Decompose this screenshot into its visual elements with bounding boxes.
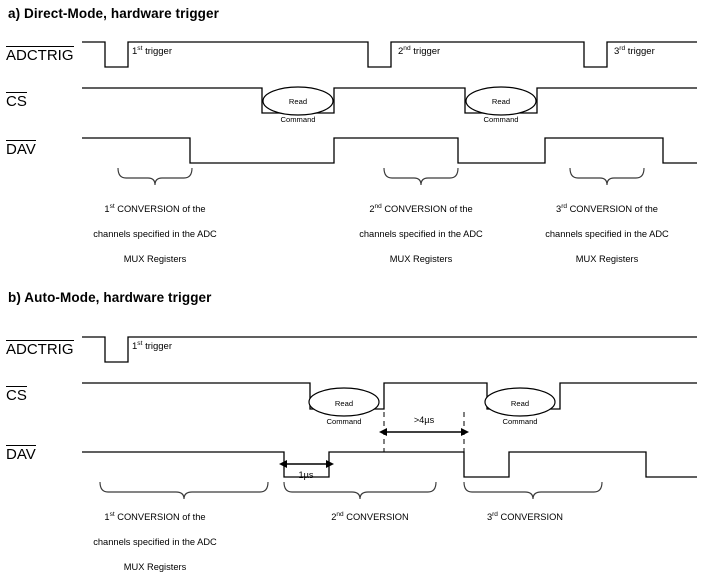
caption-line3: MUX Registers — [123, 561, 187, 572]
section-a-brace-2 — [383, 167, 459, 186]
caption-ordinal: 1 — [104, 511, 110, 522]
section-a-trigger-3-annotation: 3rd trigger — [614, 44, 655, 57]
section-b-label-adctrig: ADCTRIG — [6, 340, 74, 357]
waveform-vector-layer — [82, 41, 697, 500]
caption-line1: CONVERSION of the — [381, 203, 473, 214]
section-b-dav-waveform — [82, 451, 697, 478]
trigger-3-text: trigger — [625, 46, 655, 57]
cs-overline-text: CS — [6, 386, 27, 404]
trigger-2-suffix: nd — [403, 44, 411, 52]
section-b-cs-waveform — [82, 382, 697, 410]
section-a-label-adctrig: ADCTRIG — [6, 46, 74, 63]
section-a-dav-waveform — [82, 137, 697, 164]
section-a-cs-waveform — [82, 87, 697, 114]
trigger-2-ordinal: 2 — [398, 46, 404, 57]
dav-overline-text: DAV — [6, 445, 36, 463]
caption-ordinal-suffix: nd — [374, 202, 382, 210]
caption-line1: CONVERSION — [497, 511, 564, 522]
caption-line3: MUX Registers — [575, 253, 639, 264]
trigger-3-ordinal: 3 — [614, 46, 620, 57]
section-a-caption-1: 1st CONVERSION of the channels specified… — [60, 190, 250, 266]
section-b-title: b) Auto-Mode, hardware trigger — [8, 290, 212, 305]
timing-diagram-page: a) Direct-Mode, hardware trigger ADCTRIG… — [6, 6, 701, 572]
caption-line2: channels specified in the ADC — [545, 228, 669, 239]
caption-ordinal: 3 — [556, 203, 562, 214]
trigger-1-suffix: st — [137, 44, 143, 52]
dav-overline-text: DAV — [6, 140, 36, 158]
section-b-trigger-1-annotation: 1st trigger — [132, 339, 173, 352]
caption-ordinal-suffix: st — [109, 510, 115, 518]
section-b-brace-2 — [283, 481, 437, 500]
trigger-1-text: trigger — [142, 341, 173, 352]
section-a-title: a) Direct-Mode, hardware trigger — [8, 6, 219, 21]
section-a-read-command-2-ellipse — [465, 86, 537, 116]
section-a-caption-3: 3rd CONVERSION of the channels specified… — [512, 190, 701, 266]
section-b-adctrig-waveform — [82, 336, 697, 363]
section-b-label-dav: DAV — [6, 445, 36, 462]
caption-line3: MUX Registers — [123, 253, 187, 264]
caption-ordinal: 1 — [104, 203, 110, 214]
section-a-caption-2: 2nd CONVERSION of the channels specified… — [326, 190, 516, 266]
caption-line2: channels specified in the ADC — [93, 228, 217, 239]
caption-line1: CONVERSION of the — [567, 203, 658, 214]
section-a-read-command-1-ellipse — [262, 86, 334, 116]
cs-overline-text: CS — [6, 92, 27, 110]
dimension-1us-label: 1µs — [298, 470, 314, 480]
caption-ordinal-suffix: rd — [561, 202, 567, 210]
trigger-1-text: trigger — [142, 46, 173, 57]
trigger-1-ordinal: 1 — [132, 46, 138, 57]
section-b-caption-3: 3rd CONVERSION — [430, 498, 620, 523]
caption-line1: CONVERSION of the — [114, 203, 206, 214]
section-a-brace-3 — [569, 167, 645, 186]
caption-line1: CONVERSION of the — [114, 511, 206, 522]
caption-line2: channels specified in the ADC — [93, 536, 217, 547]
caption-line1: CONVERSION — [343, 511, 409, 522]
section-a-label-dav: DAV — [6, 140, 36, 157]
section-a-trigger-1-annotation: 1st trigger — [132, 44, 173, 57]
caption-ordinal: 2 — [369, 203, 375, 214]
section-b-brace-1 — [99, 481, 269, 500]
section-a-adctrig-waveform — [82, 41, 697, 68]
caption-ordinal-suffix: st — [109, 202, 115, 210]
adctrig-overline-text: ADCTRIG — [6, 46, 74, 64]
trigger-1-suffix: st — [137, 339, 143, 347]
section-b-brace-3 — [463, 481, 603, 500]
caption-ordinal-suffix: rd — [492, 510, 498, 518]
trigger-3-suffix: rd — [619, 44, 626, 52]
caption-line3: MUX Registers — [389, 253, 453, 264]
section-a-brace-1 — [117, 167, 193, 186]
section-a-label-cs: CS — [6, 92, 27, 109]
trigger-1-ordinal: 1 — [132, 341, 138, 352]
dimension-4us-label: >4µs — [413, 415, 435, 425]
section-b-caption-2: 2nd CONVERSION — [295, 498, 445, 523]
caption-ordinal-suffix: nd — [336, 510, 344, 518]
caption-ordinal: 2 — [331, 511, 337, 522]
trigger-2-text: trigger — [410, 46, 441, 57]
caption-ordinal: 3 — [486, 511, 493, 522]
caption-line2: channels specified in the ADC — [359, 228, 483, 239]
section-b-read-command-2-ellipse — [484, 387, 556, 417]
adctrig-overline-text: ADCTRIG — [6, 340, 74, 358]
section-b-read-command-1-ellipse — [308, 387, 380, 417]
section-a-trigger-2-annotation: 2nd trigger — [398, 44, 441, 57]
section-b-label-cs: CS — [6, 386, 27, 403]
